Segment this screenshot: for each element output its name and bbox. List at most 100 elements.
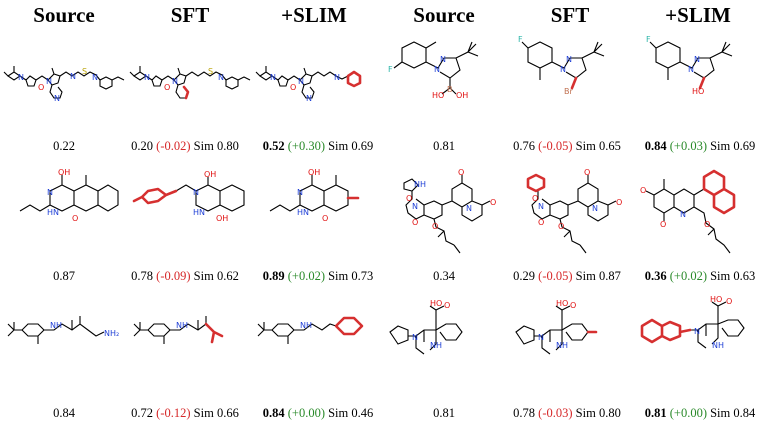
molecule-r3-source-right: N HO O NH xyxy=(380,292,508,392)
atom-label: NH xyxy=(414,180,426,189)
score-delta: (-0.03) xyxy=(538,406,573,420)
atom-label: O xyxy=(660,220,666,229)
score-r1-source-right: 0.81 xyxy=(433,139,455,153)
score-value: 0.89 xyxy=(262,269,285,283)
atom-label: NH xyxy=(176,321,188,330)
atom-label: O xyxy=(570,301,576,310)
score-delta: (+0.00) xyxy=(287,406,325,420)
atom-label: O xyxy=(412,218,418,227)
header-source-right: Source xyxy=(413,3,475,27)
molecule-r1-source-right: F N N B HO OH xyxy=(380,28,508,128)
similarity: Sim 0.62 xyxy=(193,269,239,283)
similarity: Sim 0.80 xyxy=(193,139,239,153)
atom-label: N xyxy=(334,73,340,82)
score-value: 0.29 xyxy=(513,269,536,283)
atom-label: OH xyxy=(216,214,228,223)
atom-label: NH₂ xyxy=(104,329,119,338)
score-r2-sft-right: 0.29 (-0.05) Sim 0.87 xyxy=(500,269,634,284)
score-r3-source-left: 0.84 xyxy=(53,406,75,420)
molecule-r2-sft-right: O N O N O O O xyxy=(506,165,634,265)
header-slim-right: +SLIM xyxy=(665,3,731,27)
score-r1-source-left: 0.22 xyxy=(53,139,75,153)
atom-label: S xyxy=(208,67,213,76)
score-delta: (-0.09) xyxy=(156,269,191,283)
score-r1-sft-left: 0.20 (-0.02) Sim 0.80 xyxy=(118,139,252,154)
score-delta: (-0.02) xyxy=(156,139,191,153)
score-r3-sft-left: 0.72 (-0.12) Sim 0.66 xyxy=(118,406,252,421)
score-r2-source-right: 0.34 xyxy=(433,269,455,283)
score-value: 0.76 xyxy=(513,139,536,153)
atom-label: O xyxy=(532,194,538,203)
molecule-r2-source-right: NH O N O N O O O xyxy=(380,165,508,265)
atom-label: HN xyxy=(47,208,59,217)
molecule-r3-slim-left: NH xyxy=(250,292,378,392)
atom-label: O xyxy=(616,198,622,207)
score-delta: (+0.02) xyxy=(287,269,325,283)
atom-label: O xyxy=(38,83,44,92)
atom-label: N xyxy=(538,202,544,211)
molecule-r3-sft-left: NH xyxy=(126,292,254,392)
atom-label: OH xyxy=(204,170,216,179)
atom-label: N xyxy=(270,73,276,82)
score-r3-sft-right: 0.78 (-0.03) Sim 0.80 xyxy=(500,406,634,421)
atom-label: F xyxy=(646,35,651,44)
atom-label: O xyxy=(640,186,646,195)
atom-label: O xyxy=(584,168,590,177)
atom-label: O xyxy=(538,218,544,227)
atom-label: NH xyxy=(300,321,312,330)
atom-label: OH xyxy=(308,168,320,177)
atom-label: NH xyxy=(556,341,568,350)
atom-label: O xyxy=(704,220,710,229)
atom-label: O xyxy=(322,214,328,223)
atom-label: N xyxy=(54,94,60,103)
atom-label: N xyxy=(592,204,598,213)
atom-label: B xyxy=(447,85,453,94)
atom-label: HN xyxy=(193,208,205,217)
atom-label: N xyxy=(694,327,700,336)
similarity: Sim 0.63 xyxy=(710,269,756,283)
score-delta: (-0.12) xyxy=(156,406,191,420)
atom-label: O xyxy=(72,214,78,223)
similarity: Sim 0.46 xyxy=(328,406,374,420)
score-delta: (+0.30) xyxy=(287,139,325,153)
atom-label: N xyxy=(560,65,566,74)
molecule-r3-source-left: NH NH₂ xyxy=(0,292,128,392)
atom-label: N xyxy=(47,188,53,197)
similarity: Sim 0.73 xyxy=(328,269,374,283)
atom-label: N xyxy=(172,77,178,86)
molecule-r1-sft-left: N O N S N xyxy=(126,28,254,128)
atom-label: Br xyxy=(564,87,573,96)
score-r1-slim-right: 0.84 (+0.03) Sim 0.69 xyxy=(633,139,767,154)
atom-label: HO xyxy=(432,91,444,100)
molecule-r1-slim-left: N O N N N xyxy=(250,28,378,128)
atom-label: N xyxy=(688,65,694,74)
header-source-left: Source xyxy=(33,3,95,27)
similarity: Sim 0.65 xyxy=(575,139,621,153)
score-delta: (+0.03) xyxy=(669,139,707,153)
atom-label: N xyxy=(466,204,472,213)
similarity: Sim 0.84 xyxy=(710,406,756,420)
atom-label: OH xyxy=(58,168,70,177)
score-r2-sft-left: 0.78 (-0.09) Sim 0.62 xyxy=(118,269,252,284)
score-value: 0.36 xyxy=(644,269,667,283)
atom-label: N xyxy=(538,333,544,342)
atom-label: HO xyxy=(710,295,722,304)
score-r2-slim-right: 0.36 (+0.02) Sim 0.63 xyxy=(633,269,767,284)
atom-label: HO xyxy=(692,87,704,96)
molecule-r1-sft-right: F N N Br xyxy=(506,28,634,128)
similarity: Sim 0.87 xyxy=(575,269,621,283)
score-value: 0.84 xyxy=(262,406,285,420)
score-value: 0.81 xyxy=(644,406,667,420)
atom-label: N xyxy=(92,73,98,82)
score-value: 0.78 xyxy=(513,406,536,420)
atom-label: F xyxy=(518,35,523,44)
molecule-r2-source-left: OH N HN O xyxy=(0,165,128,265)
atom-label: O xyxy=(558,222,564,231)
similarity: Sim 0.66 xyxy=(193,406,239,420)
similarity: Sim 0.69 xyxy=(710,139,756,153)
score-delta: (-0.05) xyxy=(538,269,573,283)
molecule-r3-slim-right: N HO O NH xyxy=(634,292,762,392)
atom-label: O xyxy=(490,198,496,207)
atom-label: S xyxy=(82,67,87,76)
score-r3-slim-right: 0.81 (+0.00) Sim 0.84 xyxy=(633,406,767,421)
